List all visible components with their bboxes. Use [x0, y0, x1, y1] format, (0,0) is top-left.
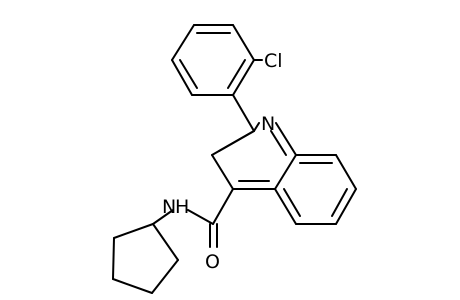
bond — [274, 154, 297, 190]
chlorophenyl-ring — [171, 24, 255, 96]
bond — [112, 278, 153, 294]
bond — [253, 122, 260, 132]
double-bond-inner — [179, 59, 198, 89]
bond — [275, 122, 297, 156]
bond — [335, 188, 357, 225]
cyclopentyl-ring — [112, 223, 179, 294]
double-bond-inner — [227, 59, 246, 89]
bond — [152, 223, 179, 261]
double-bond-inner — [218, 130, 255, 152]
double-bond-inner — [331, 188, 348, 217]
bond — [335, 154, 357, 190]
bond — [171, 24, 195, 61]
bond — [171, 59, 193, 96]
pyridine-ring — [211, 122, 297, 190]
bond — [212, 188, 234, 225]
bond — [151, 259, 179, 294]
carboxamide-group — [187, 188, 234, 248]
bond — [274, 188, 297, 225]
bond-c-n — [187, 209, 214, 225]
bond — [211, 154, 234, 190]
bond — [112, 237, 115, 280]
atom-label-nh: N — [162, 196, 176, 218]
bond — [232, 59, 255, 96]
atom-label-o: O — [205, 251, 220, 273]
double-bond-inner — [283, 188, 301, 217]
bond — [232, 24, 255, 61]
atom-label-cl: Cl — [264, 50, 283, 72]
atom-label-h: H — [175, 196, 189, 218]
bond-biaryl — [232, 94, 255, 132]
benzo-ring — [274, 154, 357, 225]
atom-label-n-ring: N — [261, 113, 275, 135]
double-bond-inner — [270, 130, 287, 156]
bond — [113, 223, 154, 239]
bond-n-cyclopentyl — [152, 209, 174, 225]
